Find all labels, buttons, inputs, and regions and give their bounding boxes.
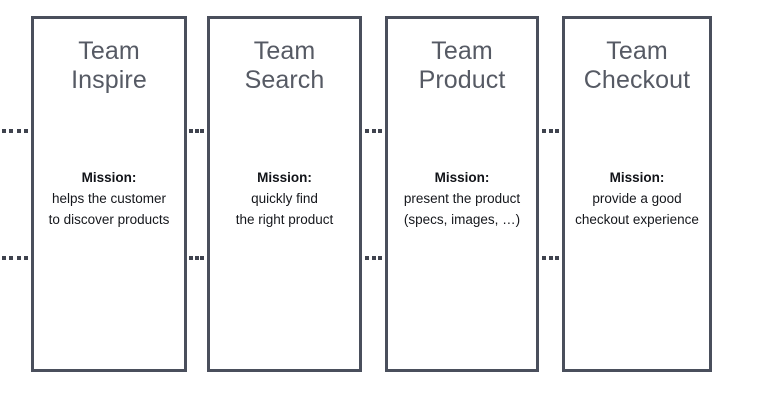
connector-dot [542,256,546,260]
connector-dot [9,256,14,260]
connector-dot [371,129,376,133]
team-box-search[interactable]: Team Search Mission: quickly find the ri… [207,16,362,372]
connector-dot [2,129,6,133]
team-title: Team Inspire [71,37,147,94]
mission-text: present the product (specs, images, …) [403,191,521,227]
connector-dot [16,256,21,260]
connector-dot [194,256,199,260]
connector-dot [365,256,369,260]
connector-2-3-lower [365,256,382,260]
connector-dot [555,256,559,260]
connector-dot [189,129,193,133]
connector-left-upper [2,129,28,133]
connector-dot [542,129,546,133]
connector-dot [548,256,553,260]
connector-dot [200,256,204,260]
connector-dot [16,129,21,133]
connector-dot [189,256,193,260]
connector-dot [2,256,6,260]
mission-label: Mission: [609,170,665,185]
mission-block: Mission: helps the customer to discover … [34,167,184,230]
team-box-inspire[interactable]: Team Inspire Mission: helps the customer… [31,16,187,372]
connector-dot [371,256,376,260]
connector-dot [555,129,559,133]
connector-1-2-upper [189,129,204,133]
connector-3-4-upper [542,129,559,133]
mission-block: Mission: provide a good checkout experie… [565,167,709,230]
mission-text: provide a good checkout experience [575,191,699,227]
mission-label: Mission: [81,170,137,185]
connector-dot [9,129,14,133]
connector-dot [378,256,382,260]
connector-3-4-lower [542,256,559,260]
connector-dot [365,129,369,133]
connector-dot [378,129,382,133]
connector-dot [23,129,28,133]
mission-label: Mission: [257,170,312,185]
mission-text: helps the customer to discover products [48,191,170,227]
team-title: Team Checkout [583,37,691,94]
connector-dot [23,256,28,260]
mission-label: Mission: [434,170,490,185]
mission-block: Mission: quickly find the right product [210,167,359,230]
connector-left-lower [2,256,28,260]
connector-dot [548,129,553,133]
team-box-product[interactable]: Team Product Mission: present the produc… [385,16,539,372]
connector-2-3-upper [365,129,382,133]
team-title: Team Product [418,37,506,94]
connector-dot [200,129,204,133]
mission-block: Mission: present the product (specs, ima… [388,167,536,230]
team-title: Team Search [244,37,325,94]
team-box-checkout[interactable]: Team Checkout Mission: provide a good ch… [562,16,712,372]
connector-dot [194,129,199,133]
mission-text: quickly find the right product [235,191,334,227]
connector-1-2-lower [189,256,204,260]
